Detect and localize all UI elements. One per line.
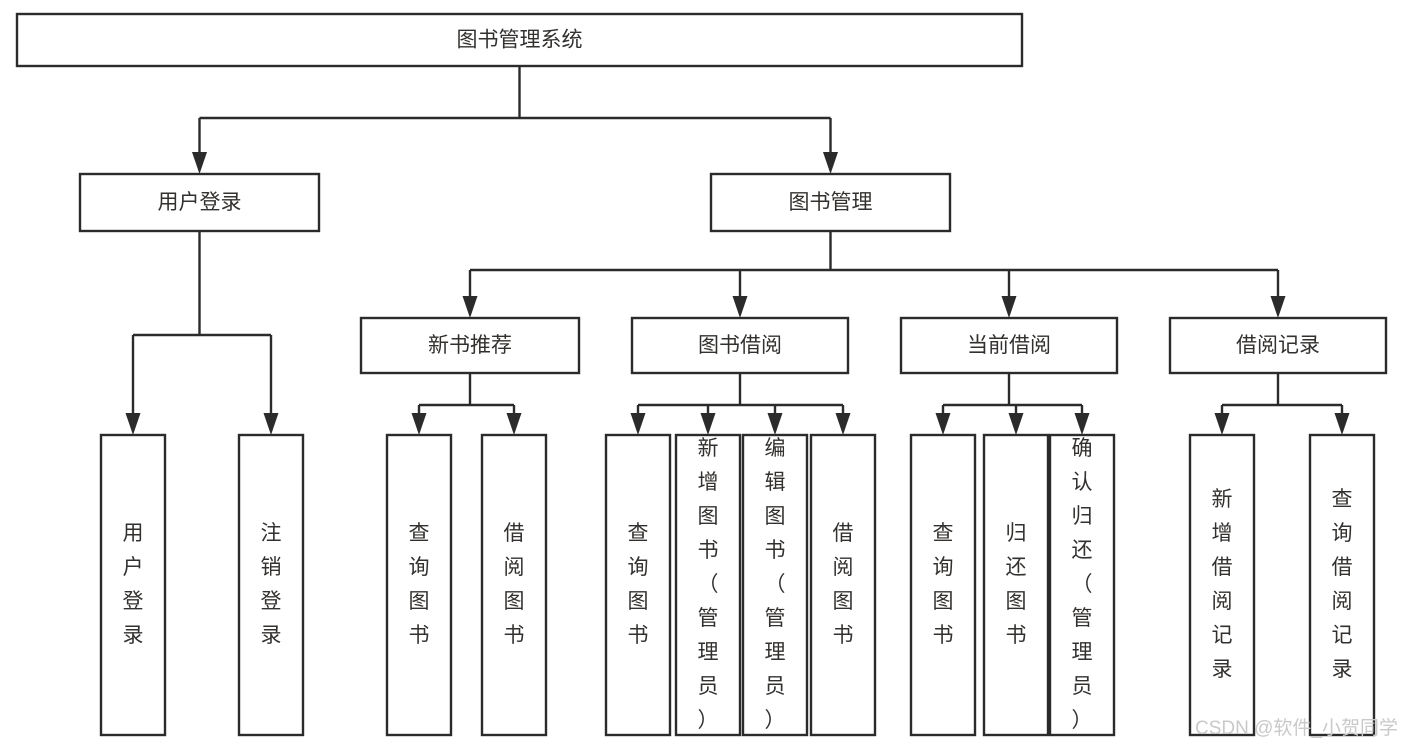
connector-group-user-login <box>125 231 279 435</box>
node-book-borrow[interactable]: 图书借阅 <box>630 316 850 375</box>
node-leaf-borrow-book-1[interactable]: 借阅图书 <box>480 433 548 737</box>
node-box-leaf-borrow-book-1[interactable] <box>480 433 548 737</box>
connector-arrowhead <box>1270 296 1286 318</box>
node-box-leaf-user-login[interactable] <box>99 433 167 737</box>
node-label-new-book-rec: 新书推荐 <box>428 334 512 357</box>
node-box-user-login[interactable] <box>78 172 321 233</box>
node-box-book-manage[interactable] <box>709 172 952 233</box>
connector-arrowhead <box>1001 296 1017 318</box>
connector-arrowhead <box>506 413 522 435</box>
connector-arrowhead <box>192 152 207 174</box>
node-box-book-borrow[interactable] <box>630 316 850 375</box>
node-leaf-user-login[interactable]: 用户登录 <box>99 433 167 737</box>
node-leaf-borrow-book-2[interactable]: 借阅图书 <box>809 433 877 737</box>
connector-arrowhead <box>1334 413 1350 435</box>
node-label-book-manage: 图书管理 <box>789 191 873 214</box>
node-book-manage[interactable]: 图书管理 <box>709 172 952 233</box>
node-label-user-login: 用户登录 <box>158 191 242 214</box>
connector-group-book-borrow <box>630 373 851 435</box>
node-box-leaf-user-logout[interactable] <box>237 433 305 737</box>
node-box-leaf-query-record[interactable] <box>1308 433 1376 737</box>
node-box-root[interactable] <box>15 12 1024 68</box>
node-box-borrow-record[interactable] <box>1168 316 1388 375</box>
node-borrow-record[interactable]: 借阅记录 <box>1168 316 1388 375</box>
node-box-leaf-confirm-return[interactable] <box>1048 433 1116 737</box>
connector-arrowhead <box>1008 413 1024 435</box>
connector-group-book-manage <box>462 231 1286 318</box>
connector-arrowhead <box>411 413 427 435</box>
node-leaf-add-record[interactable]: 新增借阅记录 <box>1188 433 1256 737</box>
node-leaf-query-record[interactable]: 查询借阅记录 <box>1308 433 1376 737</box>
node-box-leaf-return-book[interactable] <box>982 433 1050 737</box>
connector-arrowhead <box>835 413 851 435</box>
node-layer: 图书管理系统用户登录图书管理新书推荐图书借阅当前借阅借阅记录用户登录注销登录查询… <box>15 12 1388 737</box>
node-leaf-confirm-return[interactable]: 确认归还（管理员） <box>1048 433 1116 737</box>
connector-arrowhead <box>732 296 748 318</box>
node-leaf-query-book-3[interactable]: 查询图书 <box>909 433 977 737</box>
node-new-book-rec[interactable]: 新书推荐 <box>359 316 581 375</box>
connector-group-root <box>192 66 838 174</box>
node-box-leaf-query-book-3[interactable] <box>909 433 977 737</box>
node-box-leaf-edit-book[interactable] <box>741 433 809 737</box>
node-leaf-edit-book[interactable]: 编辑图书（管理员） <box>741 433 809 737</box>
node-box-leaf-add-book[interactable] <box>674 433 742 737</box>
node-current-borrow[interactable]: 当前借阅 <box>899 316 1119 375</box>
connector-arrowhead <box>767 413 783 435</box>
connector-arrowhead <box>823 152 838 174</box>
node-label-leaf-query-record: 查询借阅记录 <box>1332 488 1353 681</box>
node-leaf-user-logout[interactable]: 注销登录 <box>237 433 305 737</box>
connector-group-current-borrow <box>935 373 1090 435</box>
node-label-leaf-edit-book: 编辑图书（管理员） <box>765 437 786 732</box>
node-leaf-return-book[interactable]: 归还图书 <box>982 433 1050 737</box>
node-leaf-add-book[interactable]: 新增图书（管理员） <box>674 433 742 737</box>
node-label-leaf-borrow-book-1: 借阅图书 <box>504 522 525 647</box>
connector-arrowhead <box>630 413 646 435</box>
connector-layer <box>125 66 1350 435</box>
node-box-leaf-query-book-2[interactable] <box>604 433 672 737</box>
node-label-leaf-add-record: 新增借阅记录 <box>1212 488 1233 681</box>
connector-arrowhead <box>1214 413 1230 435</box>
node-root[interactable]: 图书管理系统 <box>15 12 1024 68</box>
node-label-leaf-user-login: 用户登录 <box>123 522 144 647</box>
csdn-watermark: CSDN @软件_小贺同学 <box>1195 717 1398 739</box>
node-box-new-book-rec[interactable] <box>359 316 581 375</box>
node-box-current-borrow[interactable] <box>899 316 1119 375</box>
node-label-root: 图书管理系统 <box>457 29 583 52</box>
connector-group-new-book-rec <box>411 373 522 435</box>
node-label-leaf-query-book-2: 查询图书 <box>628 522 649 647</box>
node-user-login[interactable]: 用户登录 <box>78 172 321 233</box>
node-label-leaf-user-logout: 注销登录 <box>261 522 282 647</box>
node-leaf-query-book-1[interactable]: 查询图书 <box>385 433 453 737</box>
node-box-leaf-query-book-1[interactable] <box>385 433 453 737</box>
connector-arrowhead <box>700 413 716 435</box>
node-label-leaf-query-book-3: 查询图书 <box>933 522 954 647</box>
node-label-leaf-confirm-return: 确认归还（管理员） <box>1072 437 1093 732</box>
node-label-leaf-add-book: 新增图书（管理员） <box>698 437 719 732</box>
node-label-borrow-record: 借阅记录 <box>1236 334 1320 357</box>
connector-arrowhead <box>935 413 951 435</box>
node-label-leaf-return-book: 归还图书 <box>1006 522 1027 647</box>
node-label-leaf-borrow-book-2: 借阅图书 <box>833 522 854 647</box>
node-leaf-query-book-2[interactable]: 查询图书 <box>604 433 672 737</box>
node-label-leaf-query-book-1: 查询图书 <box>409 522 430 647</box>
connector-arrowhead <box>125 413 141 435</box>
connector-arrowhead <box>462 296 478 318</box>
node-label-book-borrow: 图书借阅 <box>698 334 782 357</box>
node-label-current-borrow: 当前借阅 <box>967 334 1051 357</box>
node-box-leaf-add-record[interactable] <box>1188 433 1256 737</box>
connector-group-borrow-record <box>1214 373 1350 435</box>
node-box-leaf-borrow-book-2[interactable] <box>809 433 877 737</box>
connector-arrowhead <box>1074 413 1090 435</box>
connector-arrowhead <box>263 413 279 435</box>
